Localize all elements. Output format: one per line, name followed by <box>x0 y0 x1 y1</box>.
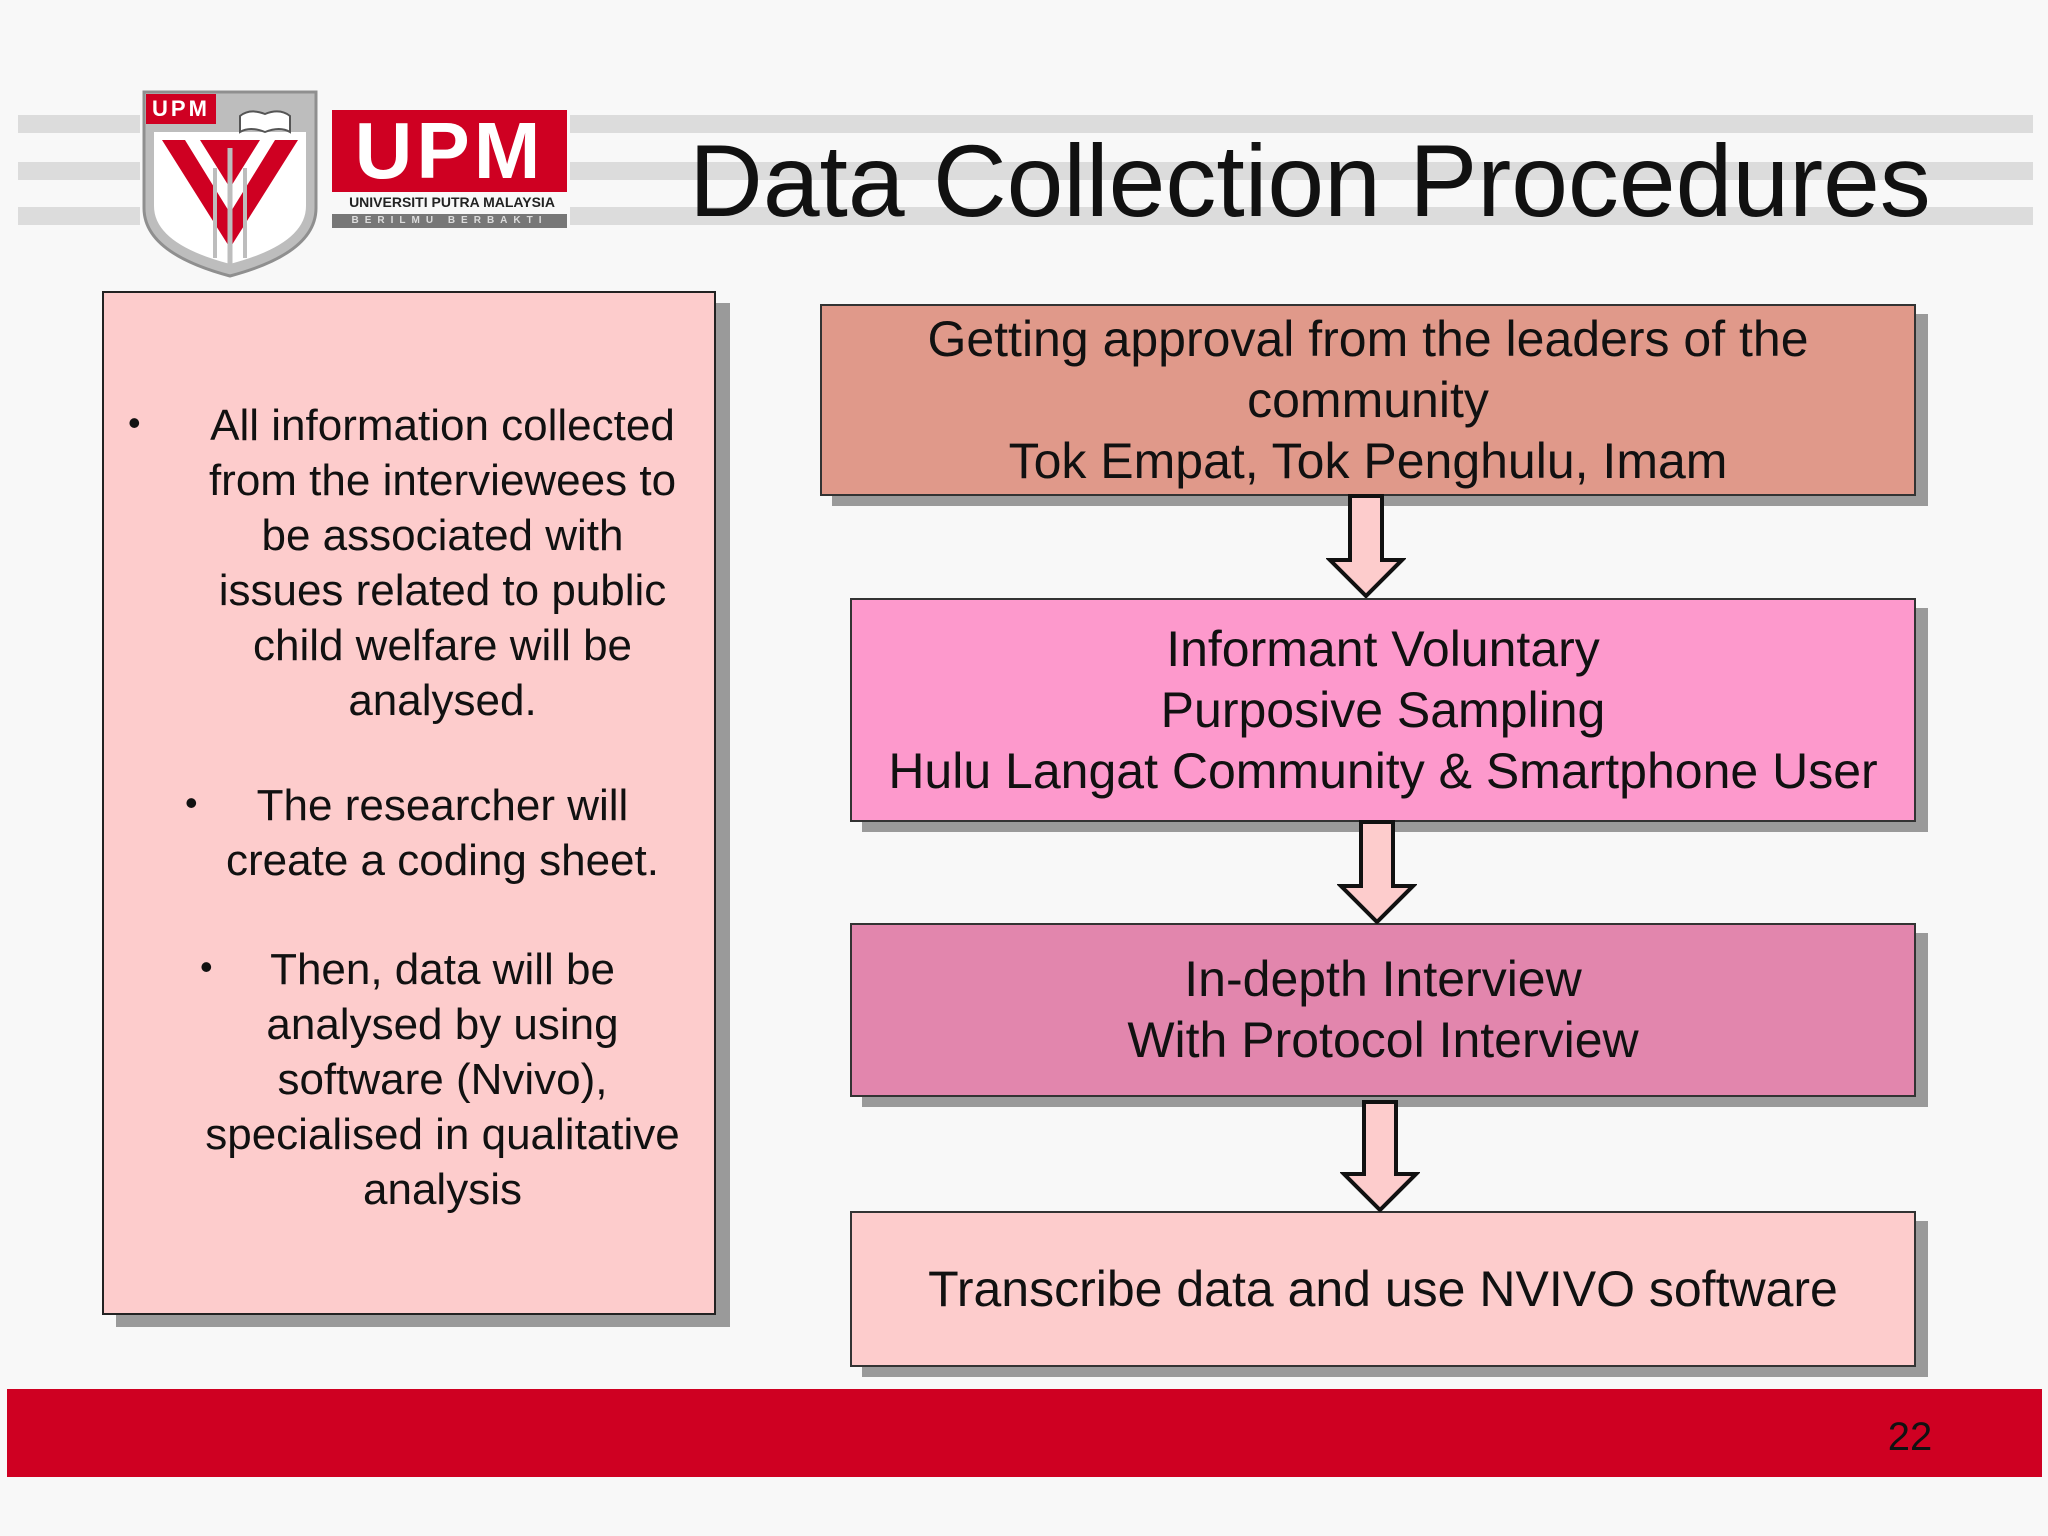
flow-step-line: In-depth Interview <box>1184 951 1582 1007</box>
bullet-line: analysed. <box>348 676 537 725</box>
down-arrow-icon <box>1340 1100 1420 1212</box>
bullet-line: analysed by using <box>266 1000 619 1049</box>
bullet-line: All information collected <box>210 401 675 450</box>
upm-shield-icon <box>142 90 318 278</box>
slide-title: Data Collection Procedures <box>689 124 1931 238</box>
flow-step-line: With Protocol Interview <box>1127 1012 1639 1068</box>
bullet-line: Then, data will be <box>270 945 615 994</box>
bullet-text-1: All information collected from the inter… <box>180 398 705 728</box>
flow-step-transcribe: Transcribe data and use NVIVO software <box>850 1211 1916 1367</box>
upm-logo: UPM UPM UNIVERSITI PUTRA MALAYSIA BERILM… <box>140 88 570 278</box>
bullet-line: specialised in qualitative <box>205 1110 680 1159</box>
bullet-line: child welfare will be <box>252 621 633 670</box>
flow-step-approval: Getting approval from the leaders of the… <box>820 304 1916 496</box>
bullet-marker: • <box>200 946 213 987</box>
bullet-line: be associated with <box>261 511 624 560</box>
logo-university-name: UNIVERSITI PUTRA MALAYSIA <box>349 194 555 210</box>
down-arrow-icon <box>1337 820 1417 924</box>
flow-step-line: Tok Empat, Tok Penghulu, Imam <box>1008 432 1728 489</box>
bullet-line: software (Nvivo), <box>277 1055 608 1104</box>
logo-wordmark: UPM <box>332 110 567 192</box>
logo-motto: BERILMU BERBAKTI <box>332 214 567 228</box>
flow-step-interview: In-depth Interview With Protocol Intervi… <box>850 923 1916 1097</box>
footer-bar <box>7 1389 2042 1477</box>
bullet-line: create a coding sheet. <box>226 836 659 885</box>
flow-step-line: Purposive Sampling <box>1160 681 1606 738</box>
down-arrow-icon <box>1326 494 1406 598</box>
page-number: 22 <box>1887 1415 1933 1459</box>
info-panel <box>102 291 716 1315</box>
flow-step-line: community <box>1247 371 1489 428</box>
bullet-line: The researcher will <box>256 781 629 830</box>
bullet-marker: • <box>185 782 198 823</box>
flow-step-line: Hulu Langat Community & Smartphone User <box>888 742 1878 799</box>
bullet-text-2: The researcher will create a coding shee… <box>180 778 705 888</box>
flow-step-sampling: Informant Voluntary Purposive Sampling H… <box>850 598 1916 822</box>
bullet-line: analysis <box>363 1165 522 1214</box>
logo-shield-text: UPM <box>146 94 216 124</box>
bullet-line: issues related to public <box>218 566 667 615</box>
bullet-text-3: Then, data will be analysed by using sof… <box>180 942 705 1217</box>
bullet-marker: • <box>128 402 141 443</box>
flow-step-line: Informant Voluntary <box>1166 620 1600 677</box>
flow-step-line: Getting approval from the leaders of the <box>927 310 1809 367</box>
bullet-line: from the interviewees to <box>208 456 677 505</box>
flow-step-line: Transcribe data and use NVIVO software <box>928 1260 1838 1317</box>
